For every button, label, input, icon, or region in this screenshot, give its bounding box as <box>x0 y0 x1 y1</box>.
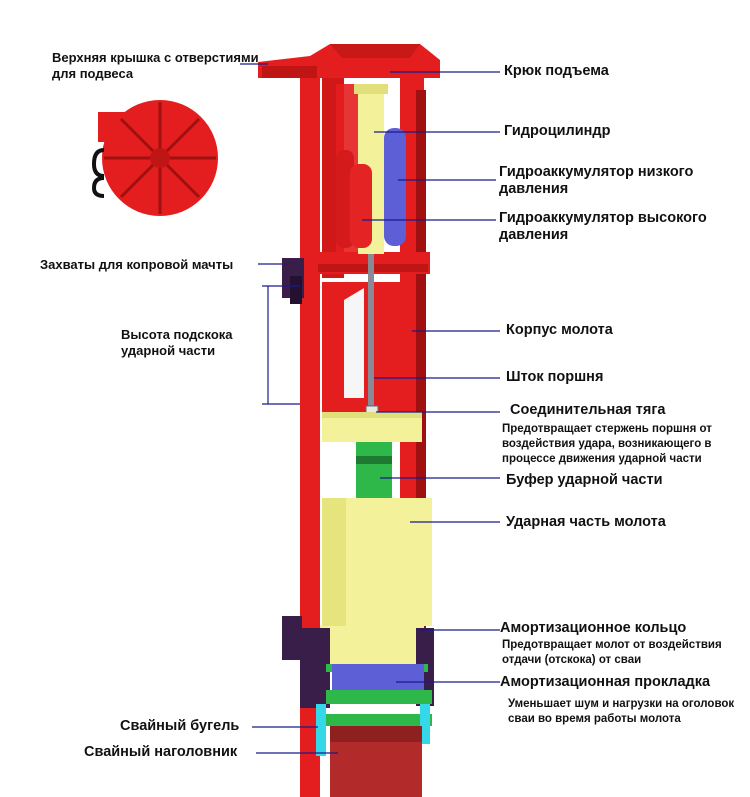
leader-lines <box>240 63 500 754</box>
label-high-pressure-accumulator: Гидроаккумулятор высокого давления <box>499 210 707 244</box>
label-piston-rod: Шток поршня <box>506 369 604 385</box>
label-lifting-hook: Крюк подъема <box>504 63 609 79</box>
note-connecting-rod: Предотвращает стержень поршня от воздейс… <box>502 423 712 465</box>
label-low-pressure-accumulator: Гидроаккумулятор низкого давления <box>499 164 694 198</box>
label-stroke-height: Высота подскока ударной части <box>121 327 233 358</box>
label-hammer-body: Корпус молота <box>506 322 613 338</box>
hammer-machine <box>258 44 440 797</box>
note-shock-ring: Предотвращает молот от воздействия отдач… <box>502 639 722 666</box>
label-ram-buffer: Буфер ударной части <box>506 472 663 488</box>
label-hydraulic-cylinder: Гидроцилиндр <box>504 123 611 139</box>
label-mast-grips: Захваты для копровой мачты <box>40 257 234 272</box>
label-top-cover: Верхняя крышка с отверстиями для подвеса <box>52 50 259 81</box>
label-shock-ring: Амортизационное кольцо <box>500 620 687 636</box>
label-pile-cap: Свайный наголовник <box>84 744 238 760</box>
stroke-height-bracket <box>262 285 300 405</box>
label-connecting-rod: Соединительная тяга <box>510 402 666 418</box>
label-hammer-ram: Ударная часть молота <box>506 514 666 530</box>
label-pile-bracket: Свайный бугель <box>120 718 240 734</box>
label-cushion-pad: Амортизационная прокладка <box>500 674 711 690</box>
note-cushion-pad: Уменьшает шум и нагрузки на оголовок сва… <box>508 698 735 725</box>
top-cover-inset <box>91 100 218 216</box>
